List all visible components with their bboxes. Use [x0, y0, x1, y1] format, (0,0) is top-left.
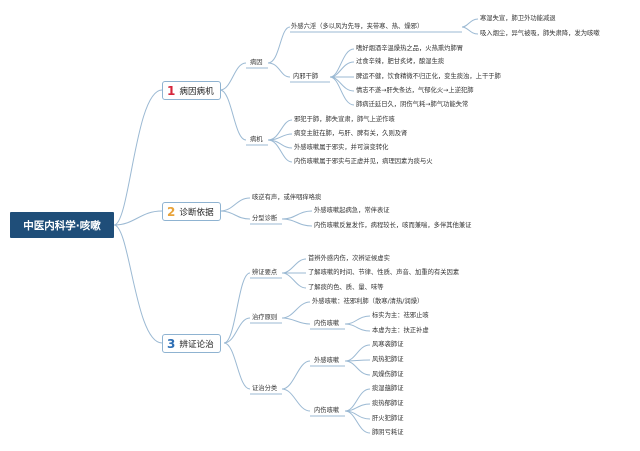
s1-waigan-item-2: 吸入烟尘，异气被吸，肺失肃降，发为咳嗽 [480, 30, 600, 37]
section-1-label: 病因病机 [179, 86, 214, 97]
s1-bingji-item-4: 内伤咳嗽属于邪实与正虚并见，病理因素为痰与火 [294, 158, 433, 165]
connector-fenlei-neishang [281, 388, 311, 412]
connector-wg-1 [344, 344, 371, 362]
section-1-number: 1 [167, 83, 176, 98]
s3-waigan-item-2: 风热犯肺证 [372, 356, 404, 363]
connector-s1-bingyin [219, 62, 247, 91]
s1-neishang-item-4: 情志不遂→肝失条达，气郁化火→上逆犯肺 [356, 87, 474, 94]
connector-bingji-4 [267, 139, 293, 163]
s3-waigan-item-1: 风寒袭肺证 [372, 341, 404, 348]
connector-s2-fenxing [219, 210, 251, 220]
section-2-number: 2 [167, 204, 176, 219]
connector-neishang-4 [329, 76, 355, 92]
connector-s3-bianzheng [223, 272, 251, 344]
connector-fenxing-2 [281, 218, 313, 227]
connector-zhiliao-waigan [281, 301, 311, 319]
s3-neishang-kesou: 内伤咳嗽 [314, 407, 340, 414]
s3-bianzheng-item-1: 首辨外感内伤，次辨证候虚实 [308, 255, 390, 262]
s3-bianzheng-item-2: 了解咳嗽的时间、节律、性质、声音、加重的有关因素 [308, 269, 460, 276]
connector-waigan-1 [461, 18, 479, 28]
connector-waigan-2 [461, 26, 479, 35]
s3-zhiliao-neishang-item-1: 标实为主：祛邪止咳 [372, 312, 429, 319]
s1-neishang-item-1: 嗜好烟酒辛温燥热之品，火热熏灼肺胃 [356, 45, 464, 52]
s1-bingyin: 病因 [250, 59, 263, 66]
s1-bingji-item-3: 外感咳嗽属于邪实，并可演变转化 [294, 144, 389, 151]
s1-bingji-item-2: 病变主脏在肺，与肝、脾有关，久则及肾 [294, 130, 408, 137]
s3-zhiliao-neishang-item-2: 本虚为主：扶正补虚 [372, 327, 429, 334]
section-1-node: 1 病因病机 [162, 81, 221, 100]
connector-bingyin-waigan [267, 26, 291, 64]
section-3-node: 3 辨证论治 [162, 334, 221, 353]
connector-s3-zhiliao [223, 317, 251, 344]
section-2-label: 诊断依据 [179, 207, 214, 218]
root-node: 中医内科学·咳嗽 [10, 212, 114, 238]
s3-neishang-item-4: 肺阴亏耗证 [372, 429, 404, 436]
s1-neishang-item-5: 肺病迁延日久，阴伤气耗→肺气功能失常 [356, 101, 469, 108]
s3-neishang-item-1: 痰湿蕴肺证 [372, 385, 404, 392]
connector-zhiliao-ns-1 [344, 315, 371, 325]
s3-fenlei: 证治分类 [252, 385, 278, 392]
s1-waigan-item-1: 寒湿失宣，肺卫外功能减退 [480, 15, 556, 22]
connector-ns-4 [344, 410, 371, 434]
s3-zhiliao: 治疗原则 [252, 314, 278, 321]
connector-wg-3 [344, 360, 371, 376]
connector-s2-item1 [219, 197, 251, 212]
s3-zhiliao-waigan: 外感咳嗽：祛邪利肺（散寒/清热/润燥） [312, 298, 424, 305]
connector-fenxing-1 [281, 210, 313, 220]
s3-neishang-item-3: 肝火犯肺证 [372, 415, 404, 422]
connector-fenlei-waigan [281, 360, 311, 390]
connector-neishang-2 [329, 61, 355, 78]
s3-waigan-kesou: 外感咳嗽 [314, 357, 340, 364]
s3-bianzheng-item-3: 了解痰的色、质、量、味等 [308, 284, 384, 291]
connector-root-s3 [113, 224, 163, 344]
s3-zhiliao-neishang: 内伤咳嗽 [314, 320, 340, 327]
connector-bianzheng-1 [281, 258, 307, 274]
s1-neishang: 内邪干肺 [293, 73, 319, 80]
section-3-number: 3 [167, 336, 176, 351]
s1-bingji: 病机 [250, 136, 263, 143]
s1-waigan: 外感六淫（多以风为先导，夹带寒、热、燥邪） [291, 23, 424, 30]
connector-zhiliao-neishang [281, 317, 311, 325]
connector-bingyin-neishang [267, 62, 291, 78]
s2-fenxing: 分型诊断 [252, 215, 278, 222]
s2-fenxing-item-2: 内伤咳嗽反复发作，病程较长，咳而兼喘，多伴其他兼证 [314, 222, 472, 229]
section-3-label: 辨证论治 [179, 339, 214, 350]
s1-bingji-item-1: 邪犯于肺，肺失宣肃，肺气上逆作咳 [294, 116, 395, 123]
s3-bianzheng: 辨证要点 [252, 269, 278, 276]
connector-bianzheng-3 [281, 272, 307, 289]
s1-neishang-item-3: 脾运不健，饮食精微不归正化，变生痰浊，上干于肺 [356, 73, 501, 80]
connector-neishang-5 [329, 76, 355, 106]
s2-item-1: 咳逆有声，或伴咽痒咯痰 [252, 194, 322, 201]
connector-s1-bingji [219, 89, 247, 141]
section-2-node: 2 诊断依据 [162, 202, 221, 221]
connector-root-s2 [113, 210, 163, 226]
s3-neishang-item-2: 痰热郁肺证 [372, 400, 404, 407]
s1-neishang-item-2: 过食辛辣，肥甘炙烤，酿湿生痰 [356, 58, 445, 65]
connector-root-s1 [113, 89, 163, 226]
s3-waigan-item-3: 风燥伤肺证 [372, 371, 404, 378]
connector-zhiliao-ns-2 [344, 323, 371, 332]
connector-s3-fenlei [223, 342, 251, 390]
s2-fenxing-item-1: 外感咳嗽起病急，常伴表证 [314, 207, 390, 214]
